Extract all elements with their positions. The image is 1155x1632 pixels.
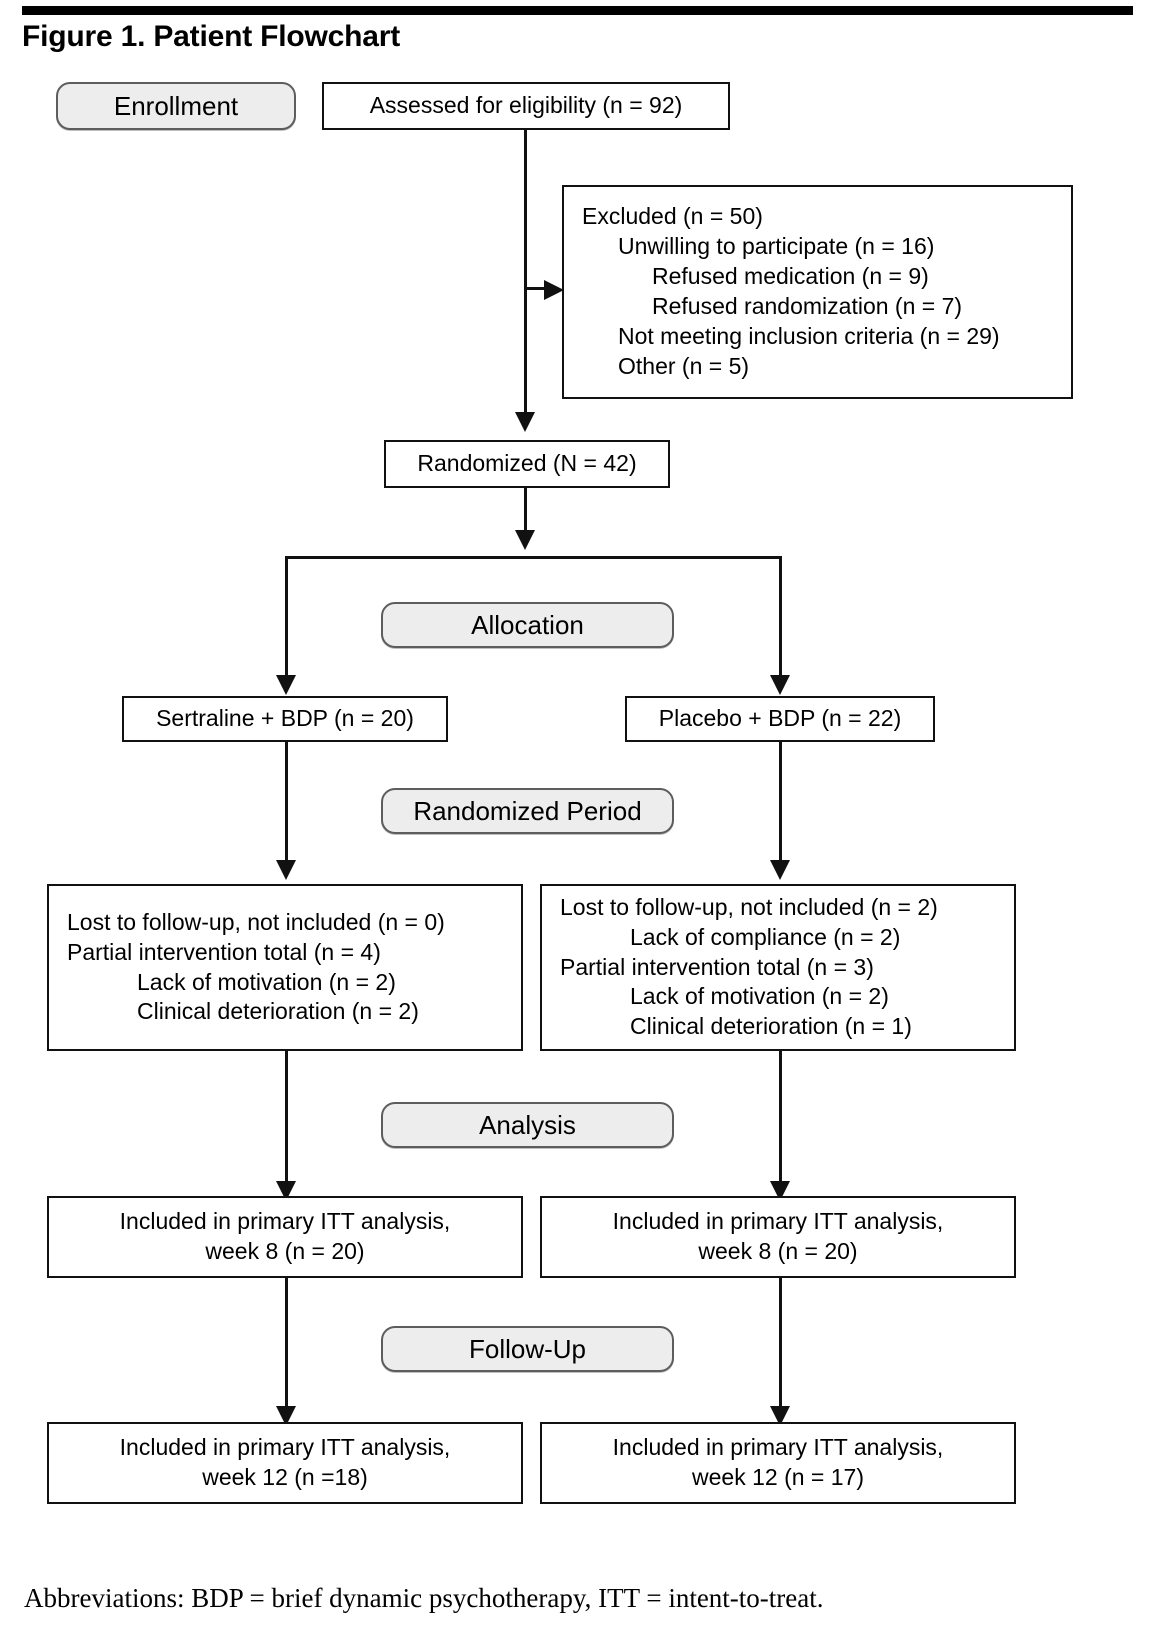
connector-assessed-to-randomized bbox=[524, 130, 527, 428]
itt-week12-right-line2: week 12 (n = 17) bbox=[692, 1464, 864, 1490]
node-excluded: Excluded (n = 50) Unwilling to participa… bbox=[562, 185, 1073, 399]
connector-split-left-arm bbox=[285, 556, 288, 681]
node-itt-week8-right: Included in primary ITT analysis, week 8… bbox=[540, 1196, 1016, 1278]
connector-period-right-down bbox=[779, 1051, 782, 1186]
arrowhead-to-arm-right bbox=[770, 675, 790, 695]
connector-period-left-down bbox=[285, 1051, 288, 1186]
stage-pill-randomized-period-label: Randomized Period bbox=[413, 795, 642, 826]
page-title: Figure 1. Patient Flowchart bbox=[22, 20, 400, 53]
stage-pill-follow-up-label: Follow-Up bbox=[468, 1333, 587, 1364]
arrowhead-period-right bbox=[770, 860, 790, 880]
top-rule bbox=[22, 6, 1133, 15]
node-randomized: Randomized (N = 42) bbox=[384, 440, 670, 488]
connector-split-bar bbox=[285, 556, 782, 559]
node-itt-week12-left: Included in primary ITT analysis, week 1… bbox=[47, 1422, 523, 1504]
itt-week12-left-line1: Included in primary ITT analysis, bbox=[119, 1434, 451, 1461]
excluded-line-unwilling: Unwilling to participate (n = 16) bbox=[618, 233, 935, 260]
connector-to-excluded bbox=[524, 287, 552, 290]
node-arm-placebo-label: Placebo + BDP (n = 22) bbox=[658, 705, 902, 732]
period-right-lack-motivation: Lack of motivation (n = 2) bbox=[630, 983, 889, 1010]
period-right-clinical-deterioration: Clinical deterioration (n = 1) bbox=[630, 1013, 912, 1040]
stage-pill-randomized-period: Randomized Period bbox=[381, 788, 674, 834]
node-randomized-label: Randomized (N = 42) bbox=[417, 450, 637, 477]
period-right-lost: Lost to follow-up, not included (n = 2) bbox=[560, 893, 938, 920]
node-assessed-label: Assessed for eligibility (n = 92) bbox=[369, 92, 683, 119]
excluded-line-not-meeting-criteria: Not meeting inclusion criteria (n = 29) bbox=[618, 322, 1000, 349]
connector-itt8-left-down bbox=[285, 1278, 288, 1413]
period-right-lack-compliance: Lack of compliance (n = 2) bbox=[630, 923, 901, 950]
connector-split-right-arm bbox=[779, 556, 782, 681]
excluded-line-refused-medication: Refused medication (n = 9) bbox=[652, 263, 929, 290]
node-arm-sertraline-label: Sertraline + BDP (n = 20) bbox=[156, 705, 414, 732]
itt-week8-left-line2: week 8 (n = 20) bbox=[205, 1238, 365, 1264]
node-period-left: Lost to follow-up, not included (n = 0) … bbox=[47, 884, 523, 1051]
node-itt-week12-right: Included in primary ITT analysis, week 1… bbox=[540, 1422, 1016, 1504]
excluded-line-refused-randomization: Refused randomization (n = 7) bbox=[652, 293, 963, 319]
itt-week8-right-line2: week 8 (n = 20) bbox=[698, 1238, 858, 1264]
connector-arm-left-down bbox=[285, 742, 288, 865]
itt-week8-left-line1: Included in primary ITT analysis, bbox=[119, 1208, 451, 1235]
arrowhead-itt12-left bbox=[276, 1406, 296, 1426]
node-arm-placebo: Placebo + BDP (n = 22) bbox=[625, 696, 935, 742]
stage-pill-allocation: Allocation bbox=[381, 602, 674, 648]
arrowhead-to-randomized bbox=[515, 412, 535, 432]
period-left-lack-motivation: Lack of motivation (n = 2) bbox=[137, 968, 396, 995]
arrowhead-to-excluded bbox=[544, 280, 564, 300]
itt-week12-left-line2: week 12 (n =18) bbox=[202, 1464, 368, 1490]
itt-week12-right-line1: Included in primary ITT analysis, bbox=[612, 1434, 944, 1461]
stage-pill-analysis-label: Analysis bbox=[479, 1109, 576, 1140]
node-assessed-for-eligibility: Assessed for eligibility (n = 92) bbox=[322, 82, 730, 130]
stage-pill-analysis: Analysis bbox=[381, 1102, 674, 1148]
period-right-partial-total: Partial intervention total (n = 3) bbox=[560, 953, 874, 980]
connector-arm-right-down bbox=[779, 742, 782, 865]
itt-week8-right-line1: Included in primary ITT analysis, bbox=[612, 1208, 944, 1235]
node-period-right: Lost to follow-up, not included (n = 2) … bbox=[540, 884, 1016, 1051]
stage-pill-allocation-label: Allocation bbox=[471, 609, 584, 640]
excluded-line-total: Excluded (n = 50) bbox=[582, 203, 763, 230]
period-left-clinical-deterioration: Clinical deterioration (n = 2) bbox=[137, 998, 419, 1025]
stage-pill-enrollment: Enrollment bbox=[56, 82, 296, 130]
stage-pill-enrollment-label: Enrollment bbox=[113, 90, 239, 121]
abbreviations-note: Abbreviations: BDP = brief dynamic psych… bbox=[24, 1583, 824, 1613]
node-arm-sertraline: Sertraline + BDP (n = 20) bbox=[122, 696, 448, 742]
connector-itt8-right-down bbox=[779, 1278, 782, 1413]
period-left-partial-total: Partial intervention total (n = 4) bbox=[67, 938, 381, 965]
node-itt-week8-left: Included in primary ITT analysis, week 8… bbox=[47, 1196, 523, 1278]
arrowhead-randomized-split bbox=[515, 530, 535, 550]
arrowhead-to-arm-left bbox=[276, 675, 296, 695]
period-left-lost: Lost to follow-up, not included (n = 0) bbox=[67, 908, 445, 935]
excluded-line-other: Other (n = 5) bbox=[618, 352, 750, 379]
connector-randomized-down bbox=[524, 488, 527, 536]
arrowhead-period-left bbox=[276, 860, 296, 880]
stage-pill-follow-up: Follow-Up bbox=[381, 1326, 674, 1372]
arrowhead-itt12-right bbox=[770, 1406, 790, 1426]
